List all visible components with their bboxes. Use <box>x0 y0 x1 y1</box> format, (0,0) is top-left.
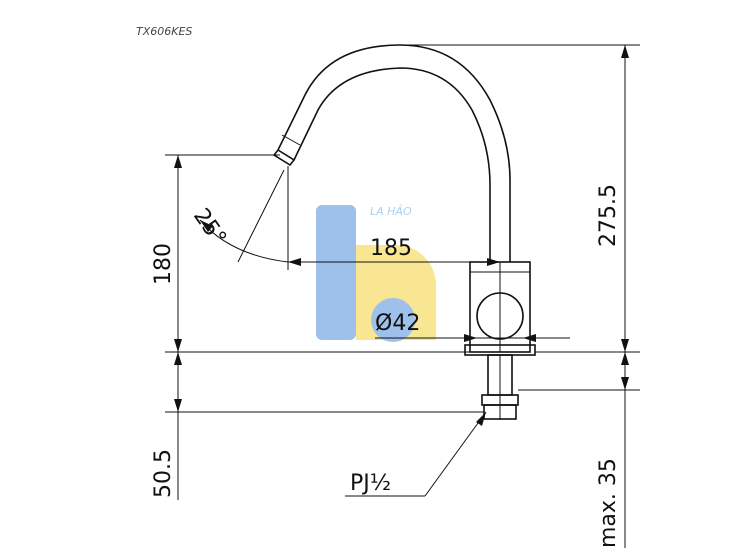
watermark-text: LA HẢO <box>370 204 412 218</box>
watermark-logo: LA HẢO <box>316 204 436 342</box>
spout-reach-label: 185 <box>370 236 412 261</box>
angle-label: 25° <box>188 204 231 250</box>
faucet-outline <box>272 44 536 420</box>
shank-length-label: 50.5 <box>151 449 176 498</box>
outlet-height-label: 180 <box>151 243 176 285</box>
model-label: TX606KES <box>136 25 192 38</box>
diameter-label: Ø42 <box>375 311 420 336</box>
dimension-lines <box>165 44 640 548</box>
thread-label: PJ½ <box>350 471 391 496</box>
max-thickness-label: max. 35 <box>596 458 621 548</box>
spout-height-label: 275.5 <box>596 184 621 247</box>
